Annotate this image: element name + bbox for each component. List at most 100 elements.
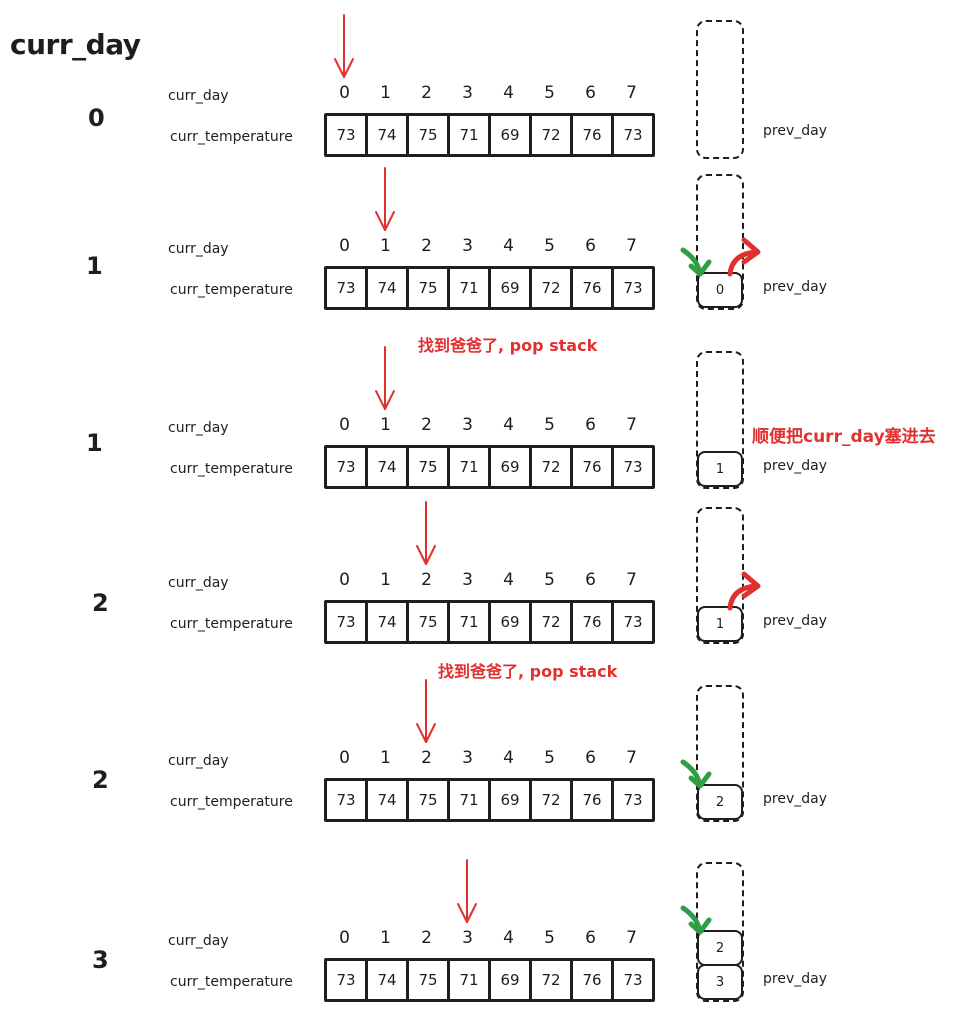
- step-curr-day: 1: [86, 252, 103, 280]
- temperature-cell: 73: [623, 791, 643, 809]
- curr-day-label: curr_day: [168, 241, 229, 257]
- temperature-cell: 71: [450, 961, 491, 999]
- day-index: 0: [339, 748, 350, 768]
- day-index: 6: [585, 570, 596, 590]
- day-index: 1: [380, 570, 391, 590]
- temperature-cell: 72: [532, 603, 573, 641]
- temperature-cell: 74: [368, 269, 409, 307]
- stack-item: 0: [697, 272, 743, 308]
- day-index: 7: [626, 83, 637, 103]
- day-index: 3: [462, 748, 473, 768]
- current-day-pointer-arrow: [457, 859, 477, 923]
- curr-day-label: curr_day: [168, 933, 229, 949]
- temperature-cell: 71: [450, 269, 491, 307]
- temperature-cell: 75: [409, 269, 450, 307]
- curr-day-label: curr_day: [168, 88, 229, 104]
- day-index: 5: [544, 83, 555, 103]
- prev-day-label: prev_day: [763, 613, 827, 629]
- curr-temperature-label: curr_temperature: [170, 794, 293, 810]
- temperature-cell: 69: [491, 603, 532, 641]
- day-index: 3: [462, 570, 473, 590]
- stack-item: 1: [697, 451, 743, 487]
- day-index: 1: [380, 236, 391, 256]
- prev-day-stack: [696, 20, 744, 159]
- prev-day-stack: [696, 685, 744, 822]
- prev-day-stack: [696, 351, 744, 489]
- stack-item: 1: [697, 606, 743, 642]
- temperature-cell: 76: [573, 448, 614, 486]
- temperature-cell: 73: [623, 126, 643, 144]
- temperature-cell: 76: [573, 116, 614, 154]
- day-index: 6: [585, 83, 596, 103]
- current-day-pointer-arrow: [416, 501, 436, 565]
- day-index: 4: [503, 570, 514, 590]
- curr-day-label: curr_day: [168, 420, 229, 436]
- day-index: 4: [503, 928, 514, 948]
- day-index: 2: [421, 236, 432, 256]
- temperature-cell: 73: [327, 448, 368, 486]
- current-day-pointer-arrow: [375, 167, 395, 231]
- temperature-cell: 71: [450, 781, 491, 819]
- day-index: 0: [339, 83, 350, 103]
- temperature-cell: 75: [409, 448, 450, 486]
- temperature-cell: 73: [327, 781, 368, 819]
- temperature-cell: 69: [491, 269, 532, 307]
- temperature-cell: 73: [327, 961, 368, 999]
- temperature-cell: 75: [409, 961, 450, 999]
- day-index: 5: [544, 570, 555, 590]
- stack-item: 2: [697, 784, 743, 820]
- curr-temperature-label: curr_temperature: [170, 616, 293, 632]
- curr-temperature-label: curr_temperature: [170, 974, 293, 990]
- day-index: 4: [503, 748, 514, 768]
- pop-arrowhead-icon: [741, 571, 761, 599]
- step-curr-day: 0: [88, 104, 105, 132]
- day-index: 5: [544, 748, 555, 768]
- temperature-cell: 69: [491, 116, 532, 154]
- step-curr-day: 3: [92, 946, 109, 974]
- temperature-cell: 69: [491, 961, 532, 999]
- temperature-cell: 69: [491, 448, 532, 486]
- temperature-cell: 76: [573, 603, 614, 641]
- day-index: 3: [462, 928, 473, 948]
- temperature-cell: 71: [450, 603, 491, 641]
- curr-day-label: curr_day: [168, 575, 229, 591]
- prev-day-label: prev_day: [763, 123, 827, 139]
- day-index: 4: [503, 83, 514, 103]
- prev-day-label: prev_day: [763, 791, 827, 807]
- day-index: 2: [421, 570, 432, 590]
- step-curr-day: 1: [86, 429, 103, 457]
- day-index: 1: [380, 415, 391, 435]
- day-index: 5: [544, 415, 555, 435]
- temperature-cell: 74: [368, 961, 409, 999]
- current-day-pointer-arrow: [375, 346, 395, 410]
- temperature-cell: 73: [623, 971, 643, 989]
- temperature-cell: 75: [409, 116, 450, 154]
- temperature-cell: 73: [623, 458, 643, 476]
- day-index: 1: [380, 748, 391, 768]
- day-index: 7: [626, 236, 637, 256]
- day-index: 6: [585, 928, 596, 948]
- day-index: 4: [503, 415, 514, 435]
- stack-item: 3: [697, 964, 743, 1000]
- stack-item: 2: [697, 930, 743, 966]
- temperature-cell: 71: [450, 448, 491, 486]
- temperature-cell: 73: [327, 269, 368, 307]
- day-index: 0: [339, 928, 350, 948]
- temperature-cell: 74: [368, 116, 409, 154]
- curr-temperature-label: curr_temperature: [170, 129, 293, 145]
- temperature-cell: 76: [573, 961, 614, 999]
- curr-temperature-label: curr_temperature: [170, 461, 293, 477]
- temperature-cell: 71: [450, 116, 491, 154]
- prev-day-label: prev_day: [763, 971, 827, 987]
- day-index: 5: [544, 236, 555, 256]
- day-index: 2: [421, 83, 432, 103]
- day-index: 2: [421, 415, 432, 435]
- push-curr-day-note: 顺便把curr_day塞进去: [752, 427, 936, 447]
- temperature-cell: 72: [532, 961, 573, 999]
